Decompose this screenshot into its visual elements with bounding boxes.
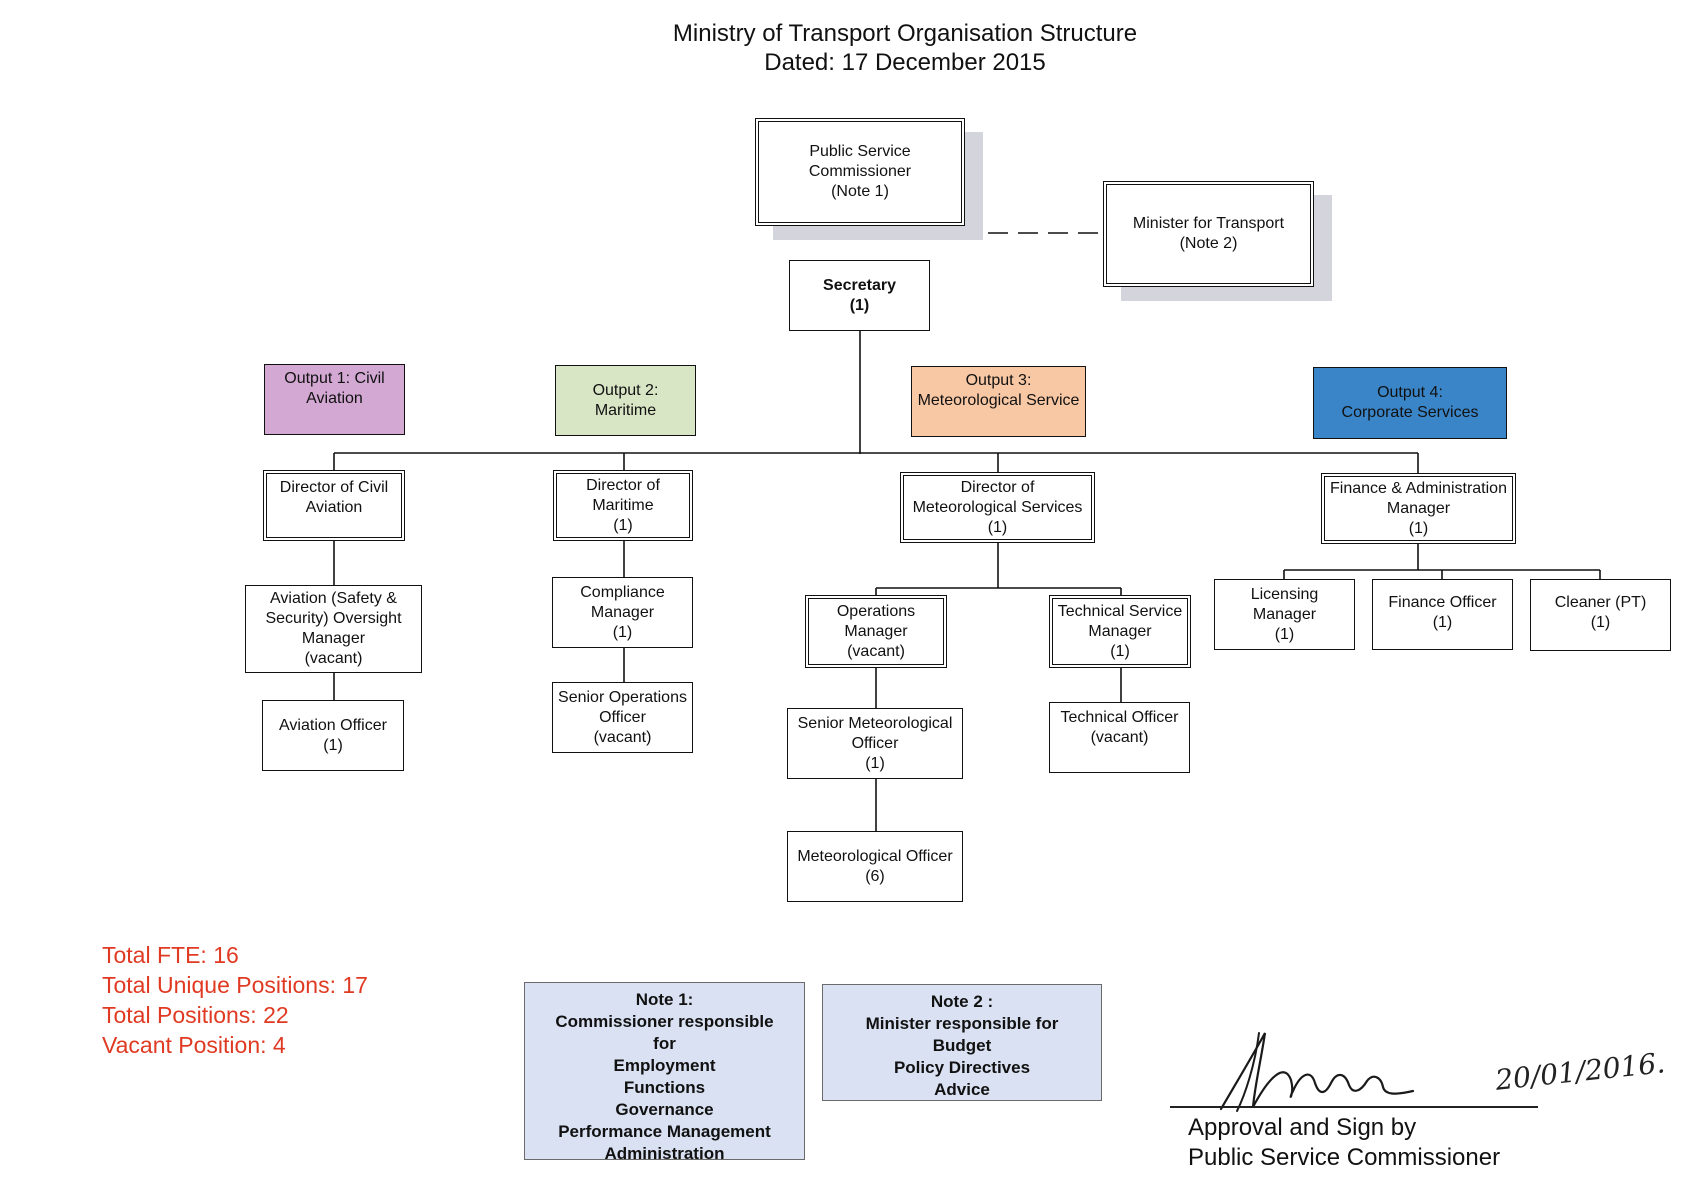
director-maritime-box: Director of Maritime (1) bbox=[553, 470, 693, 541]
minister-for-transport-label: Minister for Transport (Note 2) bbox=[1132, 215, 1285, 252]
licensing-manager-box: Licensing Manager (1) bbox=[1214, 579, 1355, 650]
output-meteorological-label: Output 3: Meteorological Service bbox=[917, 372, 1080, 409]
technical-service-manager-box: Technical Service Manager (1) bbox=[1049, 595, 1191, 668]
note-2-box: Note 2 : Minister responsible for Budget… bbox=[822, 984, 1102, 1101]
senior-operations-officer-box: Senior Operations Officer (vacant) bbox=[552, 682, 693, 753]
director-maritime-label: Director of Maritime (1) bbox=[586, 476, 660, 534]
director-meteorological-label: Director of Meteorological Services (1) bbox=[912, 478, 1083, 536]
compliance-manager-box: Compliance Manager (1) bbox=[552, 577, 693, 648]
meteorological-officer-box: Meteorological Officer (6) bbox=[787, 831, 963, 902]
output-civil-aviation-label: Output 1: Civil Aviation bbox=[284, 370, 385, 407]
senior-operations-officer-label: Senior Operations Officer (vacant) bbox=[558, 688, 687, 746]
secretary-box: Secretary (1) bbox=[789, 260, 930, 331]
director-civil-aviation-box: Director of Civil Aviation bbox=[263, 470, 405, 541]
finance-officer-box: Finance Officer (1) bbox=[1372, 579, 1513, 650]
technical-officer-label: Technical Officer (vacant) bbox=[1060, 709, 1179, 746]
director-civil-aviation-label: Director of Civil Aviation bbox=[279, 479, 389, 516]
licensing-manager-label: Licensing Manager (1) bbox=[1250, 585, 1319, 643]
output-maritime-box: Output 2: Maritime bbox=[555, 365, 696, 436]
secretary-label: Secretary (1) bbox=[823, 276, 896, 314]
finance-officer-label: Finance Officer (1) bbox=[1388, 594, 1497, 631]
cleaner-box: Cleaner (PT) (1) bbox=[1530, 579, 1671, 651]
aviation-oversight-manager-label: Aviation (Safety & Security) Oversight M… bbox=[265, 590, 402, 667]
output-corporate-services-box: Output 4: Corporate Services bbox=[1313, 367, 1507, 439]
operations-manager-box: Operations Manager (vacant) bbox=[805, 595, 947, 668]
output-meteorological-box: Output 3: Meteorological Service bbox=[911, 366, 1086, 437]
public-service-commissioner-box: Public Service Commissioner (Note 1) bbox=[755, 118, 965, 226]
technical-officer-box: Technical Officer (vacant) bbox=[1049, 702, 1190, 773]
output-corporate-services-label: Output 4: Corporate Services bbox=[1341, 384, 1479, 421]
total-fte: Total FTE: 16 bbox=[102, 942, 239, 968]
finance-admin-manager-label: Finance & Administration Manager (1) bbox=[1330, 479, 1507, 537]
senior-meteorological-officer-box: Senior Meteorological Officer (1) bbox=[787, 708, 963, 779]
senior-meteorological-officer-label: Senior Meteorological Officer (1) bbox=[797, 714, 953, 772]
director-meteorological-box: Director of Meteorological Services (1) bbox=[900, 472, 1095, 543]
finance-admin-manager-box: Finance & Administration Manager (1) bbox=[1321, 473, 1516, 544]
compliance-manager-label: Compliance Manager (1) bbox=[580, 583, 665, 641]
commissioner-signature bbox=[1219, 1032, 1415, 1112]
cleaner-label: Cleaner (PT) (1) bbox=[1554, 594, 1647, 631]
total-positions: Total Positions: 22 bbox=[102, 1002, 289, 1028]
public-service-commissioner-label: Public Service Commissioner (Note 1) bbox=[808, 143, 912, 200]
aviation-oversight-manager-box: Aviation (Safety & Security) Oversight M… bbox=[245, 585, 422, 673]
approval-text: Approval and Sign by Public Service Comm… bbox=[1188, 1114, 1501, 1171]
output-civil-aviation-box: Output 1: Civil Aviation bbox=[264, 364, 405, 435]
signature-line bbox=[1170, 1106, 1538, 1108]
aviation-officer-label: Aviation Officer (1) bbox=[279, 716, 387, 754]
vacant-positions: Vacant Position: 4 bbox=[102, 1032, 286, 1058]
chart-title: Ministry of Transport Organisation Struc… bbox=[672, 20, 1138, 47]
meteorological-officer-label: Meteorological Officer (6) bbox=[797, 847, 953, 885]
output-maritime-label: Output 2: Maritime bbox=[592, 381, 659, 419]
note-1-text: Note 1: Commissioner responsible for Emp… bbox=[555, 990, 774, 1163]
position-stats: Total FTE: 16 Total Unique Positions: 17… bbox=[102, 940, 368, 1060]
minister-for-transport-box: Minister for Transport (Note 2) bbox=[1103, 181, 1314, 287]
total-unique-positions: Total Unique Positions: 17 bbox=[102, 972, 368, 998]
technical-service-manager-label: Technical Service Manager (1) bbox=[1057, 602, 1183, 660]
operations-manager-label: Operations Manager (vacant) bbox=[836, 602, 916, 660]
note-1-box: Note 1: Commissioner responsible for Emp… bbox=[524, 982, 805, 1163]
aviation-officer-box: Aviation Officer (1) bbox=[262, 700, 404, 771]
note-2-text: Note 2 : Minister responsible for Budget… bbox=[865, 992, 1059, 1099]
chart-date: Dated: 17 December 2015 bbox=[764, 49, 1046, 76]
